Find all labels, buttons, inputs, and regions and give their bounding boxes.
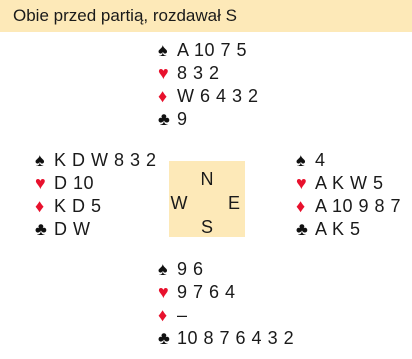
club-icon: ♣ xyxy=(158,109,170,129)
spade-icon: ♠ xyxy=(296,150,306,170)
north-hearts-row: ♥ 8 3 2 xyxy=(158,62,259,85)
club-icon: ♣ xyxy=(35,219,47,239)
east-clubs-cards: A K 5 xyxy=(315,219,361,239)
north-spades-row: ♠ A 10 7 5 xyxy=(158,39,259,62)
west-hearts-cards: D 10 xyxy=(54,173,95,193)
heart-icon: ♥ xyxy=(158,282,169,302)
west-spades-row: ♠ K D W 8 3 2 xyxy=(35,149,157,172)
east-diamonds-cards: A 10 9 8 7 xyxy=(315,196,402,216)
compass-north-label: N xyxy=(200,169,214,189)
north-clubs-row: ♣9 xyxy=(158,108,259,131)
west-spades-cards: K D W 8 3 2 xyxy=(54,150,157,170)
compass-west-label: W xyxy=(170,193,188,213)
hand-north: ♠A 10 7 5 ♥8 3 2 ♦W 6 4 3 2 ♣9 xyxy=(158,39,259,131)
east-hearts-row: ♥ A K W 5 xyxy=(296,172,401,195)
north-hearts-cards: 8 3 2 xyxy=(177,63,220,83)
club-icon: ♣ xyxy=(158,328,170,348)
deal-header-text: Obie przed partią, rozdawał S xyxy=(13,6,237,25)
hand-east: ♠4 ♥A K W 5 ♦A 10 9 8 7 ♣A K 5 xyxy=(296,149,401,241)
deal-header: Obie przed partią, rozdawał S xyxy=(0,0,412,32)
south-spades-cards: 9 6 xyxy=(177,259,204,279)
compass-south-label: S xyxy=(200,217,213,237)
south-clubs-row: ♣ 10 8 7 6 4 3 2 xyxy=(158,327,294,350)
west-clubs-cards: D W xyxy=(54,219,91,239)
diamond-icon: ♦ xyxy=(158,86,168,106)
south-clubs-cards: 10 8 7 6 4 3 2 xyxy=(177,328,295,348)
north-diamonds-row: ♦ W 6 4 3 2 xyxy=(158,85,259,108)
diamond-icon: ♦ xyxy=(35,196,45,216)
heart-icon: ♥ xyxy=(158,63,169,83)
south-diamonds-row: ♦– xyxy=(158,304,294,327)
spade-icon: ♠ xyxy=(158,40,168,60)
west-hearts-row: ♥ D 10 xyxy=(35,172,157,195)
east-spades-cards: 4 xyxy=(315,150,326,170)
south-hearts-cards: 9 7 6 4 xyxy=(177,282,236,302)
spade-icon: ♠ xyxy=(35,150,45,170)
compass-east-label: E xyxy=(227,193,240,213)
north-diamonds-cards: W 6 4 3 2 xyxy=(177,86,259,106)
hand-west: ♠ K D W 8 3 2 ♥ D 10 ♦ K D 5 ♣ D W xyxy=(35,149,157,241)
club-icon: ♣ xyxy=(296,219,308,239)
heart-icon: ♥ xyxy=(35,173,46,193)
north-clubs-cards: 9 xyxy=(177,109,188,129)
east-spades-row: ♠4 xyxy=(296,149,401,172)
hand-south: ♠ 9 6 ♥ 9 7 6 4 ♦– ♣ 10 8 7 6 4 3 2 xyxy=(158,258,294,350)
diamond-icon: ♦ xyxy=(296,196,306,216)
south-diamonds-cards: – xyxy=(177,305,188,325)
east-clubs-row: ♣ A K 5 xyxy=(296,218,401,241)
west-clubs-row: ♣ D W xyxy=(35,218,157,241)
heart-icon: ♥ xyxy=(296,173,307,193)
compass-box: N W E S xyxy=(169,161,245,237)
east-diamonds-row: ♦ A 10 9 8 7 xyxy=(296,195,401,218)
spade-icon: ♠ xyxy=(158,259,168,279)
east-hearts-cards: A K W 5 xyxy=(315,173,384,193)
west-diamonds-cards: K D 5 xyxy=(54,196,102,216)
diamond-icon: ♦ xyxy=(158,305,168,325)
south-spades-row: ♠ 9 6 xyxy=(158,258,294,281)
west-diamonds-row: ♦ K D 5 xyxy=(35,195,157,218)
north-spades-cards: A 10 7 5 xyxy=(177,40,248,60)
south-hearts-row: ♥ 9 7 6 4 xyxy=(158,281,294,304)
